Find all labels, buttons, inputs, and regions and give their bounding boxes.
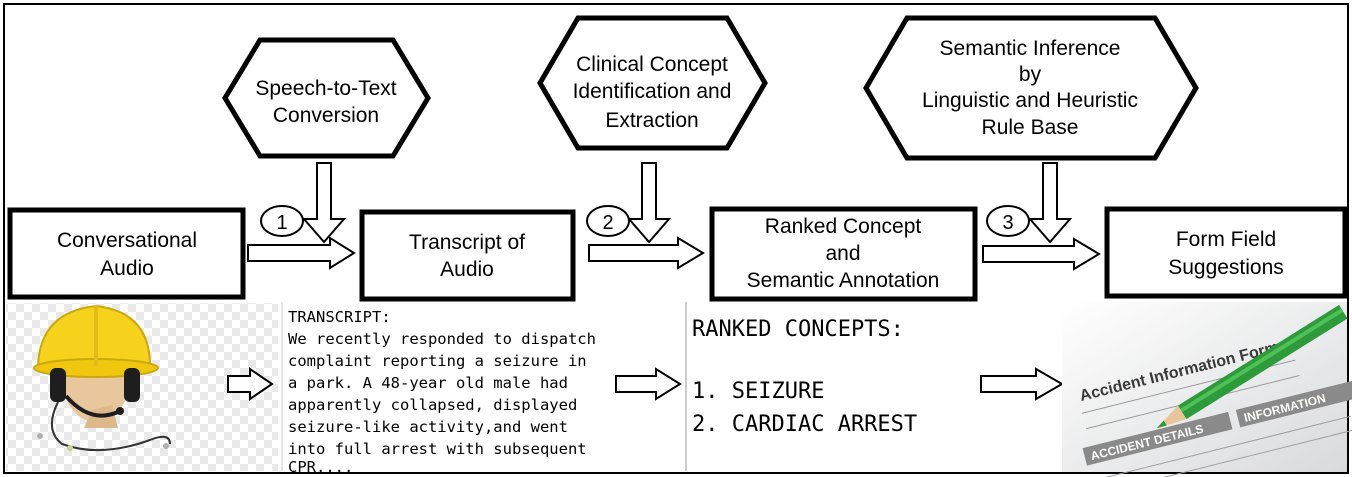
hex3-line1: Semantic Inference: [940, 37, 1121, 60]
step-number-2: 2: [586, 205, 630, 237]
stage2-line1: Transcript of: [409, 231, 525, 254]
hex3-line3: Linguistic and Heuristic: [922, 89, 1138, 112]
transcript-line-1: We recently responded to dispatch: [288, 330, 596, 348]
down-arrow-3: [1027, 162, 1073, 244]
headset-image: [6, 303, 278, 471]
ranked-item-2: 2. CARDIAC ARREST: [692, 412, 917, 437]
stage3-line3: Semantic Annotation: [747, 269, 940, 292]
transcript-panel: TRANSCRIPT: We recently responded to dis…: [281, 302, 650, 476]
right-arrow-2: [588, 236, 705, 270]
right-arrow-1: [247, 236, 356, 270]
stage4-line2: Suggestions: [1168, 256, 1284, 279]
transcript-line-7: CPR....: [288, 458, 353, 476]
transcript-line-5: seizure-like activity,and went: [288, 418, 568, 436]
hex3-line4: Rule Base: [982, 116, 1079, 139]
stage1-line1: Conversational: [57, 229, 197, 252]
transcript-line-3: a park. A 48-year old male had: [288, 374, 568, 392]
stage2-line2: Audio: [440, 258, 494, 281]
arrow-image-3: [980, 367, 1065, 401]
arrow-image-2: [615, 367, 682, 401]
svg-text:2: 2: [602, 212, 613, 234]
stage3-line1: Ranked Concept: [765, 215, 922, 238]
transcript-header: TRANSCRIPT:: [288, 308, 391, 326]
down-arrow-2: [626, 162, 672, 244]
hex3-line2: by: [1019, 63, 1042, 86]
svg-text:3: 3: [1002, 212, 1013, 234]
step-number-1: 1: [260, 205, 304, 237]
ranked-concepts-panel: RANKED CONCEPTS: 1. SEIZURE 2. CARDIAC A…: [685, 302, 917, 471]
ranked-item-1: 1. SEIZURE: [692, 379, 824, 404]
stage-transcript: Transcript of Audio: [359, 209, 576, 302]
accident-form-image: Accident Information Form ACCIDENT DETAI…: [1062, 302, 1352, 477]
hex2-line2: Identification and: [573, 80, 732, 103]
transcript-line-4: apparently collapsed, displayed: [288, 396, 577, 414]
step-number-3: 3: [986, 205, 1030, 237]
outer-frame: [3, 3, 1349, 474]
stage3-line2: and: [825, 242, 860, 265]
hex1-line2: Conversion: [273, 104, 379, 127]
hex1-line1: Speech-to-Text: [255, 77, 396, 100]
svg-text:TRANSCRIPT: We recently: TRANSCRIPT: We recently responded to dis…: [288, 308, 605, 476]
hex2-line3: Extraction: [605, 109, 698, 132]
hex2-line1: Clinical Concept: [576, 53, 728, 76]
down-arrow-1: [301, 162, 347, 244]
svg-text:1: 1: [276, 212, 287, 234]
svg-text:RANKED CONCEPTS: 1. SEIZ: RANKED CONCEPTS: 1. SEIZURE 2. CARDIAC A…: [692, 317, 917, 437]
stage4-line1: Form Field: [1176, 228, 1276, 251]
right-arrow-3: [982, 237, 1101, 271]
transcript-line-2: complaint reporting a seizure in: [288, 352, 587, 370]
ranked-header: RANKED CONCEPTS:: [692, 317, 904, 342]
stage1-line2: Audio: [100, 257, 154, 280]
arrow-image-1: [227, 367, 274, 401]
transcript-line-6: into full arrest with subsequent: [288, 440, 587, 458]
